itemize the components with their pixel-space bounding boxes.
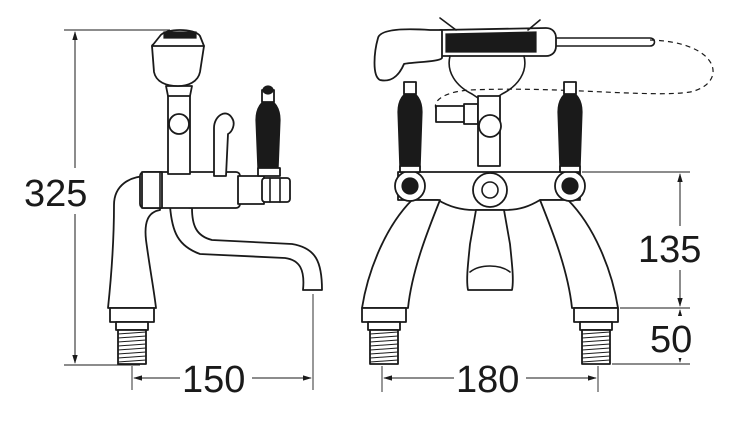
hose-dashed	[434, 39, 714, 115]
dimension-label-135: 135	[638, 229, 701, 271]
front-left-thread	[369, 329, 399, 365]
front-spout	[466, 209, 514, 291]
side-thread	[117, 329, 147, 365]
side-valve-cap	[237, 175, 265, 205]
front-left-handle	[397, 91, 423, 171]
front-right-handle	[557, 91, 583, 171]
side-tail-nut	[109, 307, 155, 323]
side-spout	[169, 205, 323, 291]
side-ceramic-handle	[255, 99, 281, 171]
side-lever-handle	[213, 112, 235, 177]
front-right-tail-nut	[573, 307, 619, 323]
front-right-thread	[581, 329, 611, 365]
side-handset-cup	[151, 40, 205, 87]
front-right-leg	[539, 199, 619, 309]
shower-head	[373, 28, 443, 82]
side-view	[64, 29, 323, 390]
front-left-leg	[361, 199, 441, 309]
front-left-tail-nut	[361, 307, 407, 323]
dimension-label-180: 180	[456, 359, 519, 401]
handset-cradle	[448, 55, 526, 99]
front-centre-boss	[472, 172, 508, 208]
dimension-label-50: 50	[650, 319, 692, 361]
front-view	[361, 17, 714, 392]
hose-connector	[435, 105, 467, 123]
hose	[555, 37, 656, 47]
dimension-label-150: 150	[182, 359, 245, 401]
dimension-label-325: 325	[24, 173, 87, 215]
